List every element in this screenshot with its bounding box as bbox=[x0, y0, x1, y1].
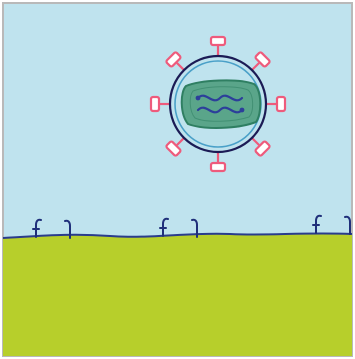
rna-end bbox=[196, 96, 201, 101]
virus-particle bbox=[151, 37, 285, 171]
spike-head bbox=[211, 163, 225, 171]
spike-head bbox=[151, 97, 159, 111]
spike-head bbox=[277, 97, 285, 111]
spike-head bbox=[211, 37, 225, 45]
rna-end bbox=[240, 108, 245, 113]
cell-surface bbox=[3, 233, 352, 356]
